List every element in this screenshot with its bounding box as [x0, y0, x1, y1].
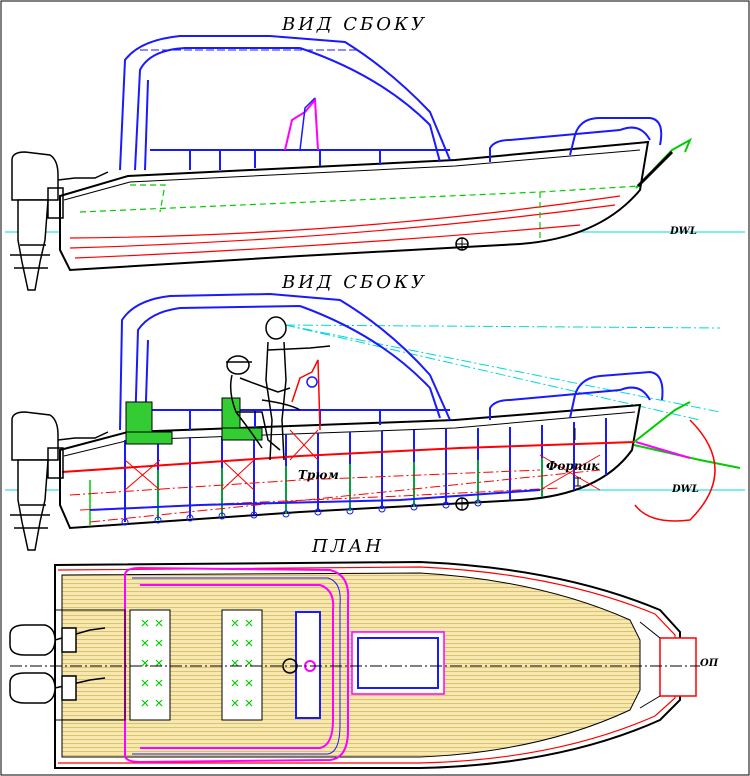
op-label: ОП: [700, 658, 719, 669]
deck-line-bottom: [61, 441, 636, 473]
bow-rail-bottom: [569, 370, 664, 419]
bow-ramp-bottom: [633, 401, 741, 469]
plan-seat-aft: [129, 609, 171, 721]
seat-aft-base: [125, 431, 173, 445]
hull-outline-top: [59, 140, 650, 272]
outboard-motor-top: [10, 151, 109, 291]
plan-console: [295, 611, 321, 719]
bow-ramp-magenta: [635, 441, 691, 459]
side-view-bottom: [5, 292, 745, 551]
view-title-side-bottom: ВИД СБОКУ: [282, 272, 427, 293]
plan-outboards: [9, 624, 106, 704]
ramp-arc: [634, 419, 716, 522]
plan-rail-blue: [132, 577, 341, 755]
view-title-side-top: ВИД СБОКУ: [282, 14, 427, 35]
plan-seat-front: [221, 609, 263, 721]
plan-deck: [61, 572, 641, 758]
seated-person: [226, 355, 291, 451]
console-dial-bottom: [306, 376, 318, 388]
bow-box-inner: [639, 621, 661, 709]
bow-roller-top: [636, 150, 674, 188]
sheer-line-bottom: [63, 411, 636, 457]
bow-rail-top: [569, 117, 663, 156]
dwl-label-top: DWL: [670, 226, 697, 237]
helm-wheel-spokes-bottom: [456, 498, 468, 510]
plan-transom: [54, 609, 126, 721]
plan-rail-magenta: [124, 566, 350, 764]
keel-dots-bottom: [121, 499, 482, 526]
t-top-frame-bottom: [119, 292, 451, 431]
t-top-frame-top: [119, 35, 451, 171]
helm-wheel-spokes-top: [456, 238, 468, 250]
dashed-red-bottom: [69, 469, 601, 523]
deck-line-top: [79, 184, 641, 242]
seat-front-base: [221, 427, 263, 441]
outboard-motor-bottom: [10, 411, 109, 551]
forepeak-marks: [574, 428, 581, 487]
dwl-label-bottom: DWL: [672, 484, 699, 495]
plan-seat-crosses: [141, 619, 253, 707]
plan-hatch: [351, 631, 445, 695]
plan-view: [9, 560, 700, 769]
windshield-top: [299, 97, 316, 151]
chine-lines-top: [69, 195, 621, 259]
view-title-plan: ПЛАН: [312, 536, 385, 557]
sheer-line-top: [63, 149, 641, 201]
hold-label: Трюм: [298, 468, 339, 482]
cross-bracing-bottom: [124, 429, 601, 491]
standing-person: [261, 316, 331, 461]
bow-anchor-box: [659, 637, 697, 697]
plan-hatch-inner: [357, 637, 439, 689]
side-view-top: [5, 35, 745, 291]
keel-line-bottom: [89, 489, 541, 511]
console-bottom: [291, 359, 321, 431]
forepeak-label: Форпик: [546, 459, 600, 473]
